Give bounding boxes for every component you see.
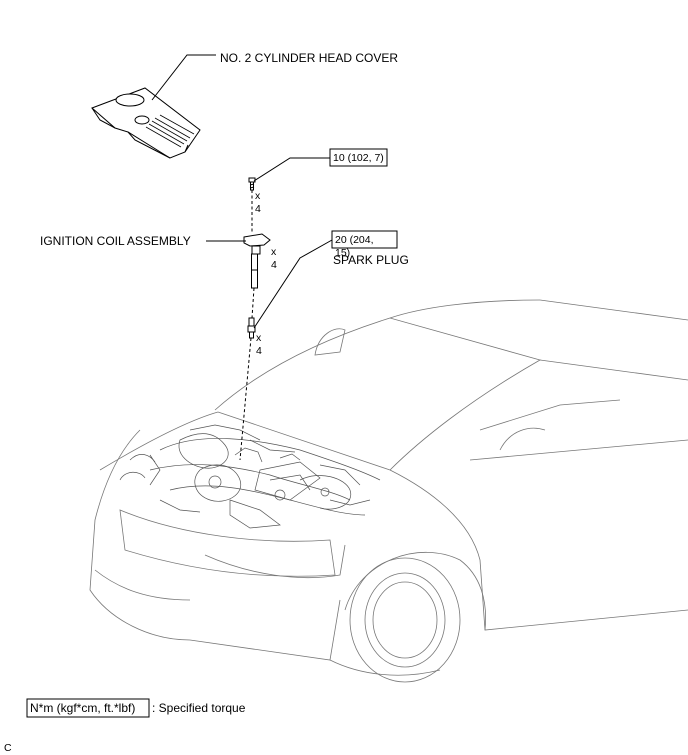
bolt-qty-n: 4 <box>255 203 261 215</box>
plug-torque-box <box>331 230 398 249</box>
assembly-dash-middle <box>251 287 255 319</box>
bolt-torque-leader <box>253 157 330 182</box>
legend-description: : Specified torque <box>152 701 246 715</box>
plug-torque-leader <box>253 239 333 329</box>
ignition-coil-part <box>243 233 271 289</box>
ignition-coil-label: IGNITION COIL ASSEMBLY <box>40 234 191 248</box>
spark-plug-part <box>247 317 256 339</box>
bolt-part <box>248 177 256 191</box>
bolt-qty-x: x <box>255 190 261 202</box>
bolt-torque-box <box>329 148 388 167</box>
corner-code: C <box>4 742 12 754</box>
plug-torque-value-line2: 15) <box>335 247 350 259</box>
spark-plug-label: SPARK PLUG <box>333 253 409 267</box>
plug-qty-n: 4 <box>256 345 262 357</box>
coil-qty-n: 4 <box>271 259 277 271</box>
plug-torque-value-line1: 20 (204, <box>335 234 374 246</box>
head-cover-leader-line <box>151 54 216 101</box>
cylinder-head-cover-part <box>91 87 201 159</box>
bolt-torque-value: 10 (102, 7) <box>333 152 384 164</box>
coil-qty-x: x <box>271 246 277 258</box>
assembly-dash-lower <box>239 337 252 461</box>
legend-symbol: N*m (kgf*cm, ft.*lbf) <box>30 701 135 715</box>
plug-qty-x: x <box>256 332 262 344</box>
legend-symbol-box <box>26 698 150 718</box>
vehicle-illustration <box>89 299 688 683</box>
head-cover-label: NO. 2 CYLINDER HEAD COVER <box>220 51 398 65</box>
